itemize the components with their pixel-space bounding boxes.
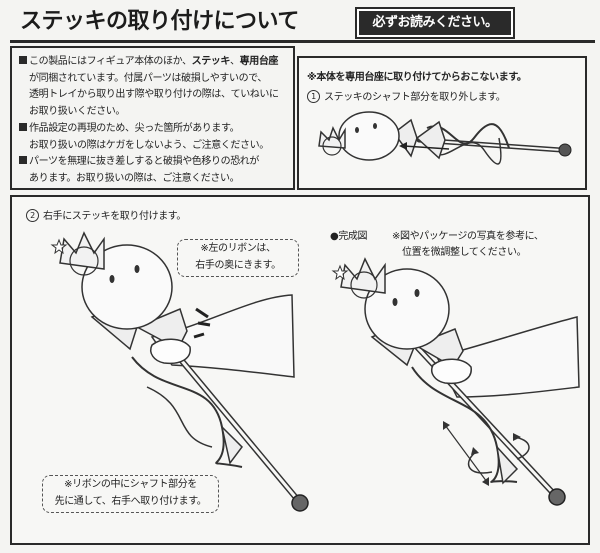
complete-illustration: [331, 257, 580, 506]
complete-note-2: 位置を微調整してください。: [402, 247, 527, 258]
notice-box: この製品にはフィギュア本体のほか、ステッキ、専用台座 が同梱されています。付属パ…: [10, 46, 295, 190]
complete-label: ●完成図: [330, 231, 368, 242]
must-read-badge: 必ずお読みください。: [355, 7, 515, 39]
step-number-badge: 1: [307, 90, 320, 103]
notice-line: お取り扱いください。: [29, 106, 125, 118]
step-number-badge: 2: [26, 209, 39, 222]
callout-left-ribbon: ※左のリボンは、 右手の奥にきます。: [177, 239, 299, 277]
callout-shaft: ※リボンの中にシャフト部分を 先に通して、右手へ取り付けます。: [42, 475, 219, 513]
notice-line: 透明トレイから取り出す際や取り付けの際は、ていねいに: [29, 89, 279, 101]
step1-illustration: [318, 111, 572, 165]
step1-heading: ※本体を専用台座に取り付けてからおこないます。: [307, 72, 527, 83]
header: ステッキの取り付けについて 必ずお読みください。: [0, 0, 600, 43]
notice-line: あります。お取り扱いの際は、ご注意ください。: [29, 172, 240, 184]
notice-line: 作品設定の再現のため、尖った箇所があります。: [19, 121, 289, 138]
header-divider: [10, 40, 595, 43]
notice-line: この製品にはフィギュア本体のほか、ステッキ、専用台座: [19, 54, 289, 71]
notice-line: お取り扱いの際はケガをしないよう、ご注意ください。: [29, 139, 269, 151]
page-title: ステッキの取り付けについて: [20, 9, 299, 34]
step2-illustration: [50, 231, 309, 512]
bullet-square-icon: [19, 122, 27, 131]
complete-note-1: ※図やパッケージの写真を参考に、: [392, 231, 544, 242]
notice-line: パーツを無理に抜き差しすると破損や色移りの恐れが: [19, 154, 289, 171]
bullet-square-icon: [19, 56, 27, 64]
notice-line: が同梱されています。付属パーツは破損しやすいので、: [29, 72, 267, 84]
bullet-square-icon: [19, 156, 27, 165]
